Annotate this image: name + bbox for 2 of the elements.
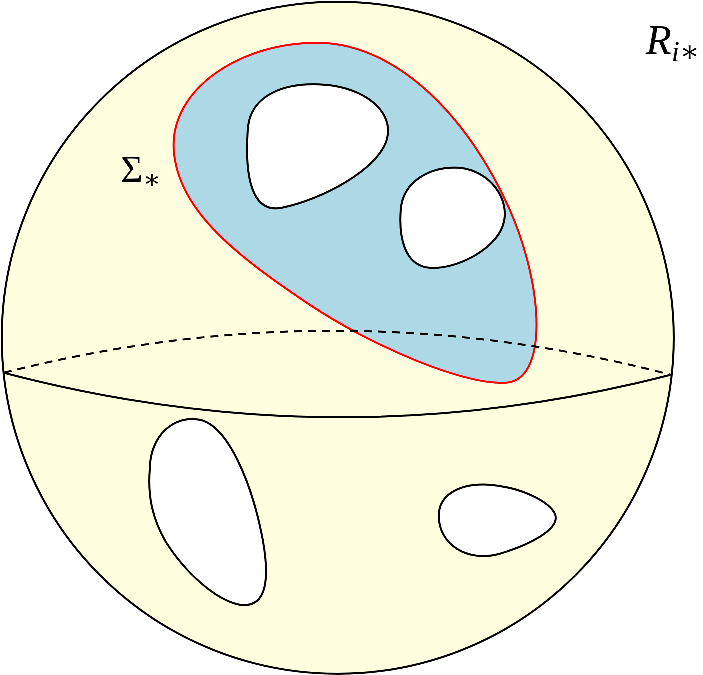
math-label: Σ$_{∗}$: [121, 151, 162, 189]
math-label: R$_{i∗}$: [646, 20, 700, 62]
